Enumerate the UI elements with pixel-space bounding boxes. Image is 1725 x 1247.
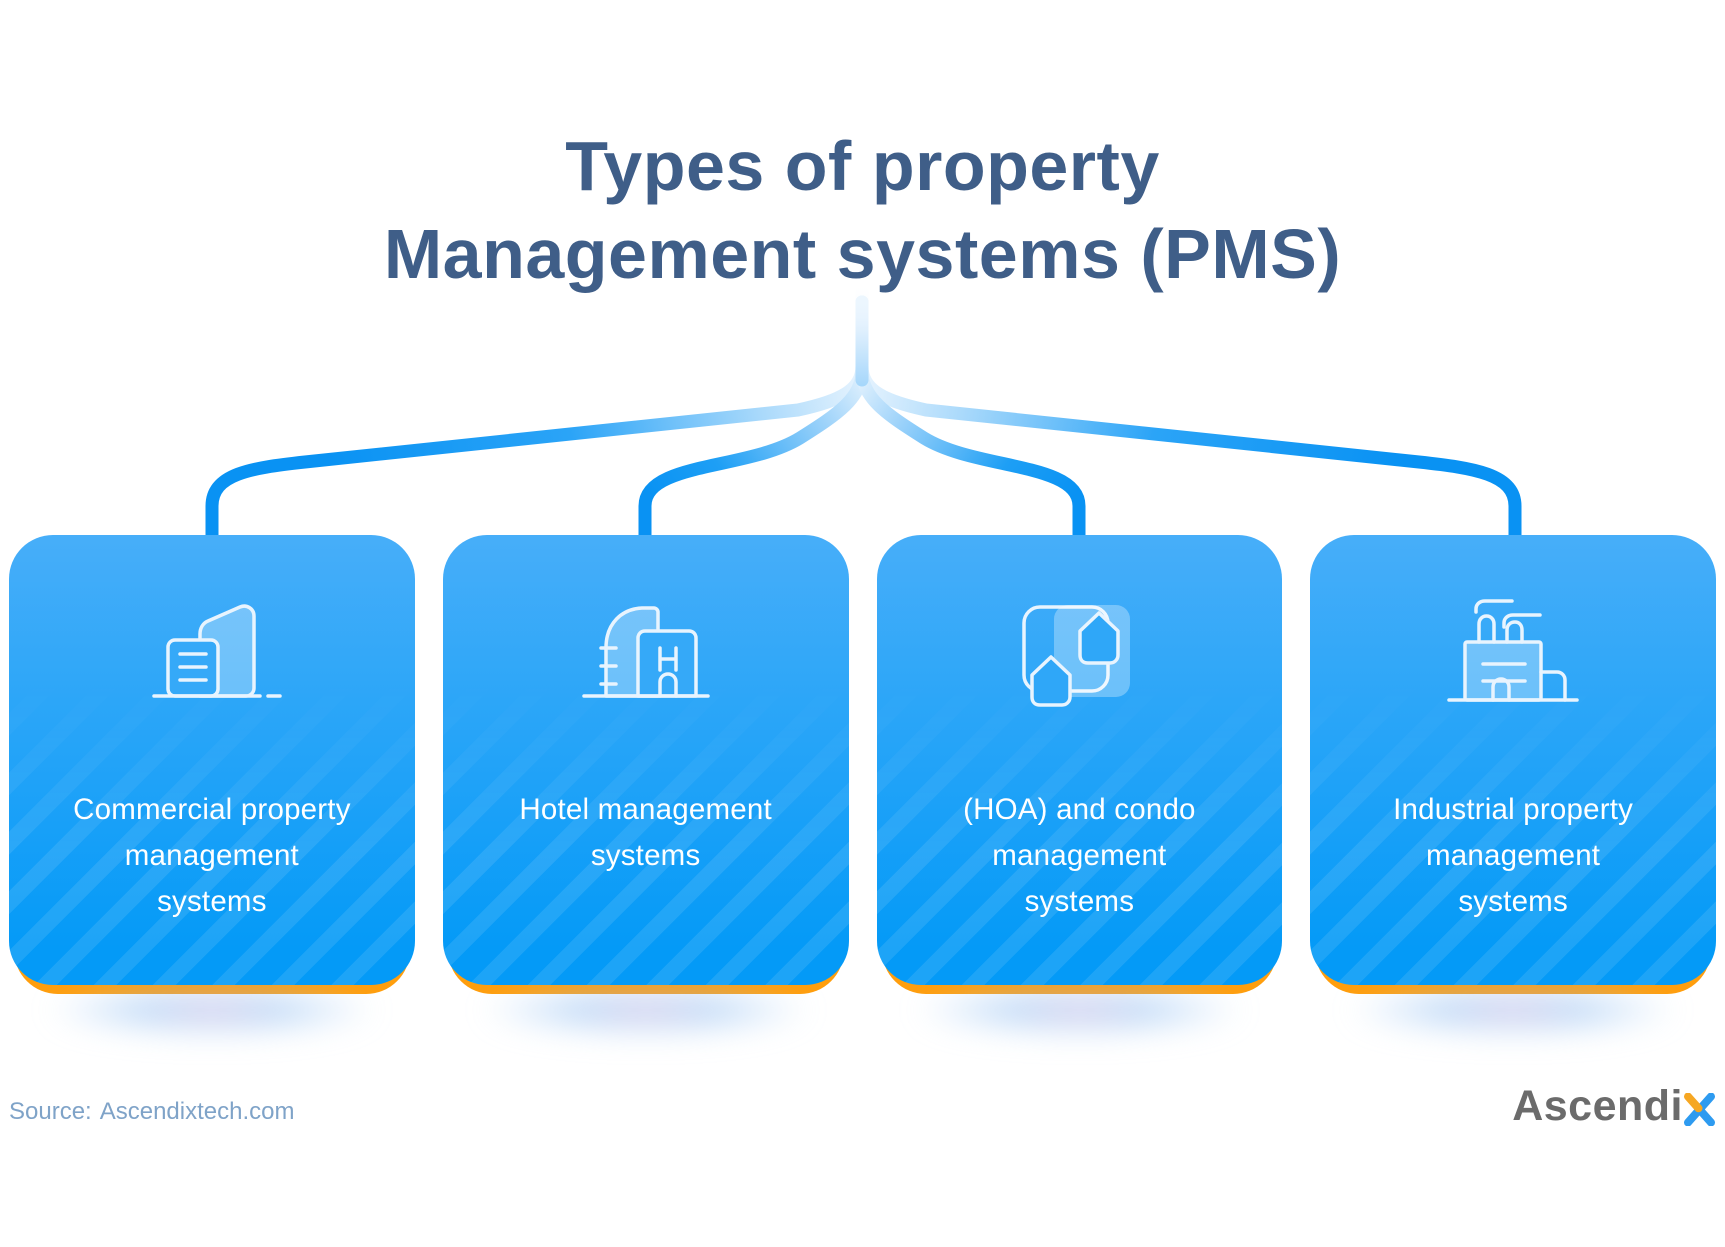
card-label-line: systems: [157, 885, 267, 918]
card-glow: [1338, 981, 1688, 1039]
card-label-line: Hotel management: [519, 793, 772, 826]
page-title: Types of property Management systems (PM…: [0, 122, 1725, 298]
category-card: Commercial property management systems: [9, 535, 415, 1039]
category-card: Hotel management systems: [442, 535, 849, 1039]
page-title-line2: Management systems (PMS): [383, 215, 1342, 293]
card-label-line: systems: [590, 839, 701, 872]
source-label: Source:: [9, 1098, 92, 1125]
page-title-line1: Types of property: [565, 127, 1160, 205]
brand-logo: Ascendi: [1512, 1082, 1715, 1131]
source-link[interactable]: Ascendixtech.com: [99, 1098, 295, 1125]
source-note: Source: Ascendixtech.com: [9, 1098, 302, 1126]
card-label-line: management: [1426, 839, 1601, 872]
card-label: (HOA) and condo management systems: [963, 787, 1196, 925]
card-body: Industrial property management systems: [1310, 535, 1716, 985]
cards-row: Commercial property management systems Hot…: [9, 535, 1716, 1039]
card-label-line: management: [992, 839, 1167, 872]
card-body: (HOA) and condo management systems: [876, 535, 1283, 985]
card-body: Commercial property management systems: [9, 535, 415, 985]
card-label-line: systems: [1024, 885, 1135, 918]
category-card: (HOA) and condo management systems: [876, 535, 1283, 1039]
commercial-building-icon: [142, 591, 282, 721]
brand-logo-text: Ascendi: [1512, 1082, 1683, 1130]
brand-logo-x-glyph: [1684, 1093, 1715, 1126]
card-label-line: Industrial property: [1393, 793, 1634, 826]
card-glow: [470, 981, 821, 1039]
card-glow: [904, 981, 1255, 1039]
card-glow: [37, 981, 387, 1039]
card-label-line: (HOA) and condo: [963, 793, 1196, 826]
card-label-line: Commercial property: [73, 793, 351, 826]
card-label: Industrial property management systems: [1393, 787, 1633, 925]
card-label: Commercial property management systems: [73, 787, 351, 925]
factory-icon: [1443, 591, 1583, 721]
card-label-line: management: [124, 839, 299, 872]
card-body: Hotel management systems: [442, 535, 849, 985]
category-card: Industrial property management systems: [1310, 535, 1716, 1039]
card-label-line: systems: [1458, 885, 1568, 918]
hotel-building-icon: [576, 591, 716, 721]
condo-houses-icon: [1018, 591, 1140, 721]
card-label: Hotel management systems: [519, 787, 771, 879]
